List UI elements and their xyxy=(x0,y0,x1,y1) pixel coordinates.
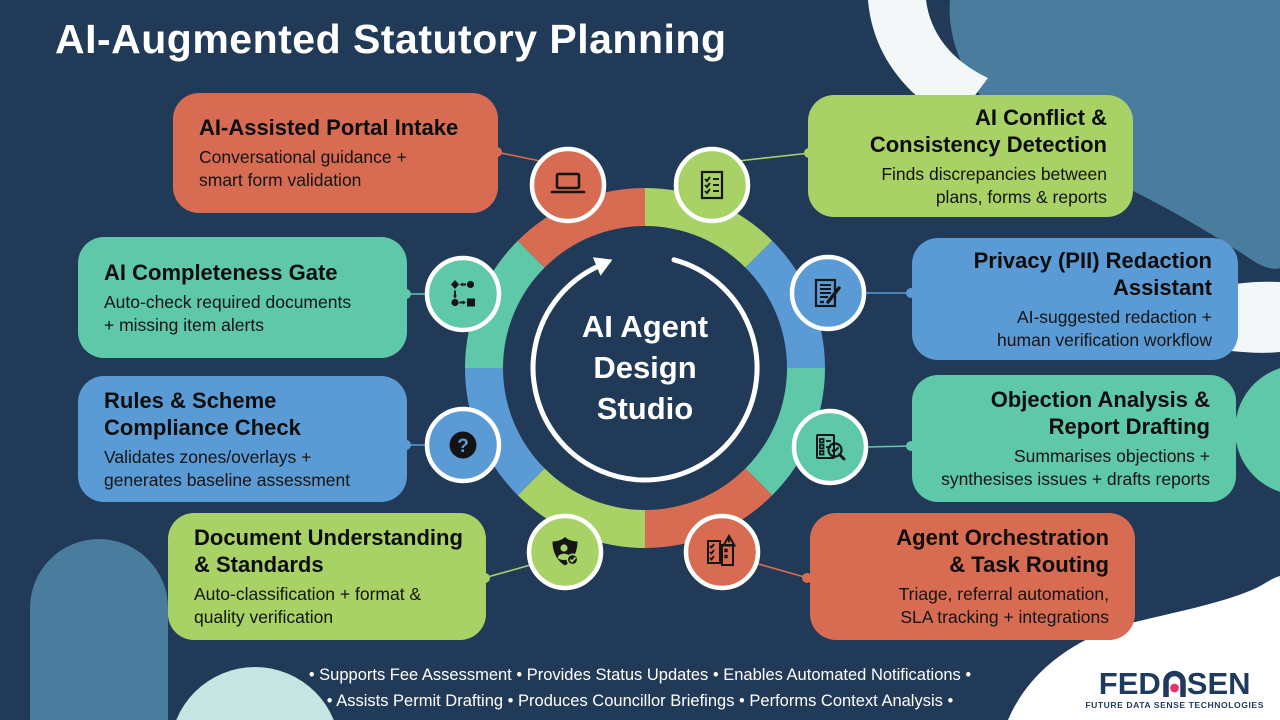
card-title: Agent Orchestration & Task Routing xyxy=(896,525,1109,577)
connector-document-understanding xyxy=(483,563,535,579)
hub-label-line: Studio xyxy=(596,391,694,426)
hub-circle xyxy=(503,226,787,510)
hub-label-line: Design xyxy=(593,350,697,385)
card-body: Summarises objections + synthesises issu… xyxy=(941,446,1210,489)
fedosen-logo: FED SEN FUTURE DATA SENSE TECHNOLOGIES xyxy=(1085,666,1264,710)
connector-orchestration xyxy=(754,562,809,579)
white-swoosh-top xyxy=(868,0,988,122)
ring-segment-orange-top-left xyxy=(517,188,646,270)
card-body: Conversational guidance + smart form val… xyxy=(199,147,407,190)
ring-segment-orange-bottom-right xyxy=(644,466,773,548)
card-body: Validates zones/overlays + generates bas… xyxy=(104,446,351,490)
connector-conflict xyxy=(737,152,811,162)
document-edit-icon xyxy=(789,254,867,332)
location-pin-icon xyxy=(1163,670,1186,697)
connector-objection xyxy=(865,445,913,448)
card-body: Finds discrepancies between plans, forms… xyxy=(881,163,1107,207)
icon-badges: ? xyxy=(424,146,869,591)
card-title: Privacy (PII) Redaction Assistant xyxy=(973,247,1212,300)
logo-text-prefix: FED xyxy=(1098,666,1161,701)
card-privacy-pii-redaction-assistant: Privacy (PII) Redaction Assistant AI-sug… xyxy=(912,238,1238,360)
blue-arch-bottom-left xyxy=(30,539,168,720)
page-title: AI-Augmented Statutory Planning xyxy=(55,16,727,62)
card-title: AI Conflict & Consistency Detection xyxy=(869,104,1107,157)
ring-segment-green-bottom-left xyxy=(517,466,646,548)
card-ai-conflict-consistency-detection: AI Conflict & Consistency Detection Find… xyxy=(808,95,1133,217)
card-body: AI-suggested redaction + human verificat… xyxy=(997,306,1212,350)
card-body: Auto-classification + format & quality v… xyxy=(194,584,422,627)
capability-footer-line2: • Assists Permit Drafting • Produces Cou… xyxy=(326,692,954,710)
card-title: Rules & Scheme Compliance Check xyxy=(104,387,301,440)
teal-blob-right xyxy=(1235,368,1280,492)
card-body: Triage, referral automation, SLA trackin… xyxy=(898,584,1109,627)
card-document-understanding-standards: Document Understanding & Standards Auto-… xyxy=(168,513,486,640)
card-title: Objection Analysis & Report Drafting xyxy=(990,387,1210,439)
document-search-icon xyxy=(791,408,869,486)
checklist-icon xyxy=(673,146,751,224)
laptop-icon xyxy=(529,146,607,224)
card-objection-analysis-report-drafting: Objection Analysis & Report Drafting Sum… xyxy=(912,375,1236,502)
white-blob-bottom-right xyxy=(1008,576,1280,720)
ring-segment-teal-right-lower xyxy=(743,367,825,496)
light-teal-circle-bottom-left xyxy=(176,667,334,720)
svg-text:?: ? xyxy=(457,436,469,457)
card-ai-assisted-portal-intake: AI-Assisted Portal Intake Conversational… xyxy=(173,93,498,213)
shield-user-check-icon xyxy=(526,513,604,591)
card-title: AI-Assisted Portal Intake xyxy=(199,115,459,140)
connector-portal xyxy=(495,151,546,163)
circular-arrow-icon xyxy=(530,257,760,483)
logo-tagline: FUTURE DATA SENSE TECHNOLOGIES xyxy=(1085,700,1264,710)
hub-label-line: AI Agent xyxy=(581,309,709,344)
fedosen-logo-wordmark: FED SEN xyxy=(1098,666,1251,701)
logo-text-suffix: SEN xyxy=(1186,666,1251,701)
connector-dot xyxy=(802,573,812,583)
capability-footer-line1: • Supports Fee Assessment • Provides Sta… xyxy=(308,666,972,684)
workflow-icon xyxy=(424,255,502,333)
card-body: Auto-check required documents + missing … xyxy=(104,291,352,335)
card-agent-orchestration-task-routing: Agent Orchestration & Task Routing Triag… xyxy=(810,513,1135,640)
documents-alert-icon xyxy=(683,513,761,591)
card-ai-completeness-gate: AI Completeness Gate Auto-check required… xyxy=(78,237,407,358)
card-rules-scheme-compliance-check: Rules & Scheme Compliance Check Validate… xyxy=(78,376,407,502)
capability-footer: • Supports Fee Assessment • Provides Sta… xyxy=(0,662,1280,714)
card-title: AI Completeness Gate xyxy=(104,259,338,285)
hub-label: AI Agent Design Studio xyxy=(505,306,785,429)
question-icon: ? xyxy=(424,406,502,484)
card-title: Document Understanding & Standards xyxy=(194,525,463,577)
